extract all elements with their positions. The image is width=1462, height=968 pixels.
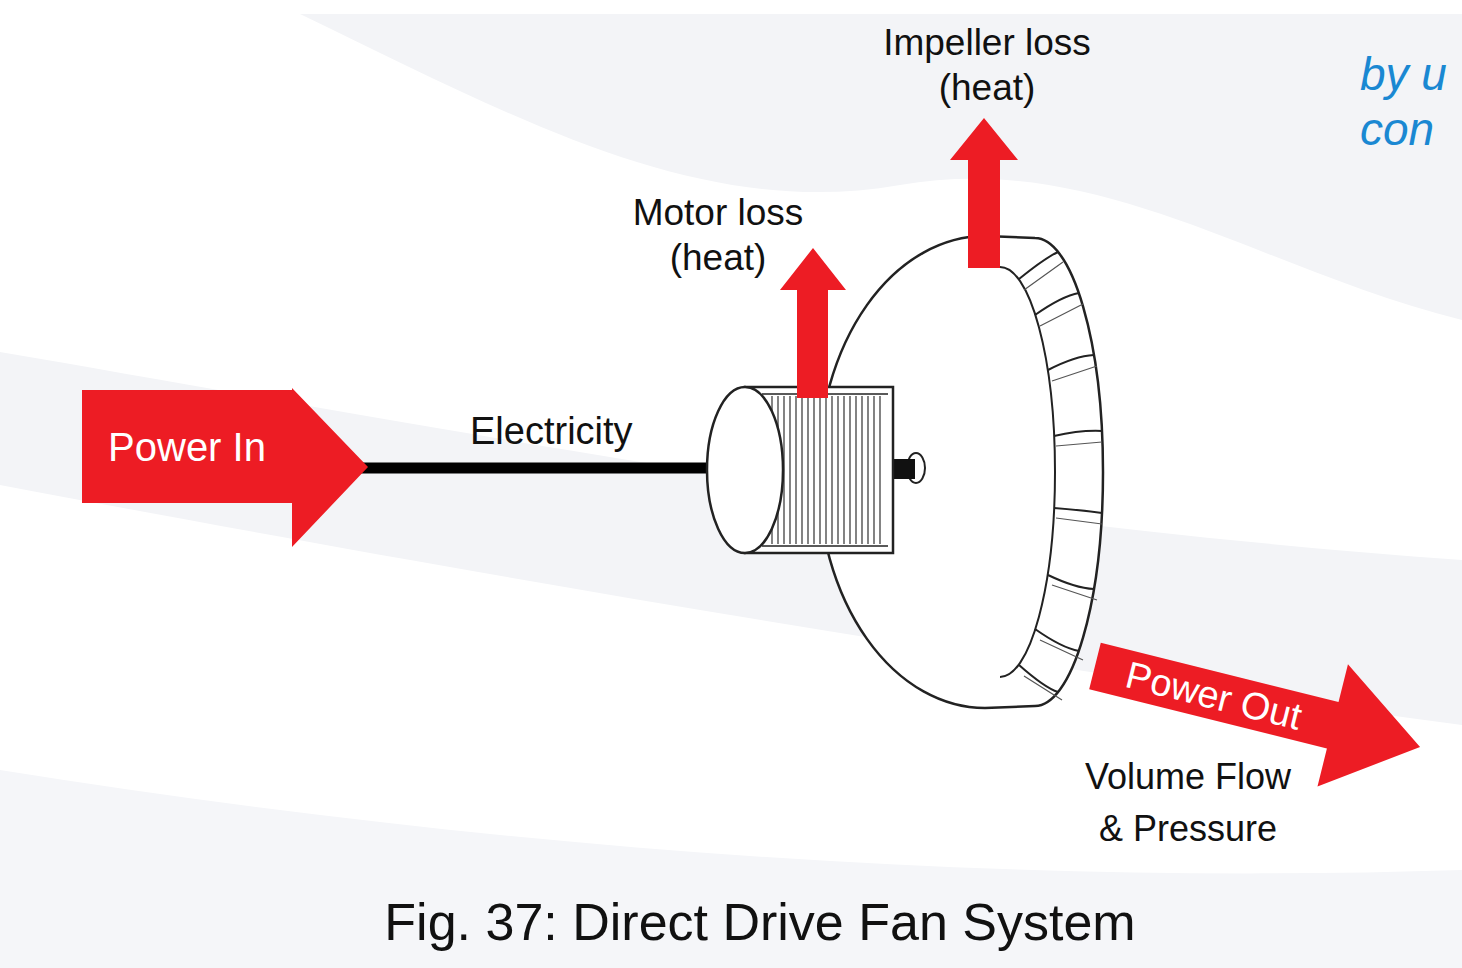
power-in-arrow: Power In (82, 388, 372, 550)
impeller-blades (1019, 252, 1102, 692)
arrow-shape (82, 388, 372, 550)
arrow-group (780, 248, 846, 398)
figure-caption: Fig. 37: Direct Drive Fan System (310, 893, 1210, 953)
motor-end-face (707, 387, 783, 553)
impeller-inner-rim (1000, 267, 1055, 677)
arrow-group (950, 118, 1018, 268)
arrow-label: Power In (82, 390, 292, 503)
motor-ribs (772, 396, 880, 544)
arrow-group (82, 388, 368, 547)
cut-off-text: con (1360, 103, 1434, 156)
background-swoosh (0, 352, 1462, 725)
power-out-arrow: Power OutVolume Flow & Pressure (1075, 630, 1445, 860)
red-arrow (82, 388, 368, 547)
electric-wire (360, 463, 712, 474)
impeller-blade-edges (1024, 262, 1102, 700)
motor-band (762, 545, 888, 547)
output-label: Volume Flow & Pressure (1075, 751, 1301, 855)
wire-label: Electricity (470, 410, 633, 454)
red-arrow (950, 118, 1018, 268)
motor-loss-arrow: Motor loss (heat) (610, 190, 850, 405)
background-swoosh (300, 14, 1462, 320)
arrow-label: Power Out (1089, 643, 1338, 749)
impeller-loss-arrow: Impeller loss (heat) (860, 20, 1120, 270)
background-swoosh (0, 770, 1462, 968)
red-arrow (780, 248, 846, 398)
loss-label: Impeller loss (heat) (847, 20, 1127, 110)
motor-shaft (893, 459, 915, 479)
cut-off-text: by u (1360, 48, 1447, 101)
loss-label: Motor loss (heat) (593, 190, 843, 280)
